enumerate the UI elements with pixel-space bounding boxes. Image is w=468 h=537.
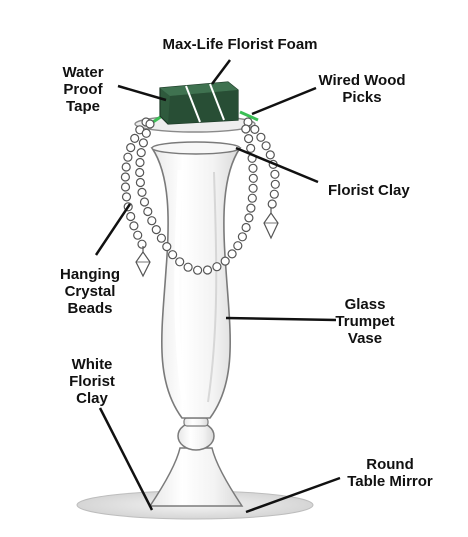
crystal-bead xyxy=(137,187,147,197)
crystal-bead xyxy=(162,242,172,252)
crystal-bead xyxy=(193,265,203,275)
leader-mirror xyxy=(245,476,341,514)
leader-lines xyxy=(94,59,341,514)
crystal-bead xyxy=(141,128,151,138)
crystal-bead xyxy=(241,124,251,134)
leader-vase xyxy=(225,316,337,322)
crystal-bead xyxy=(244,213,254,223)
crystal-bead xyxy=(244,134,254,144)
crystal-bead xyxy=(120,172,131,182)
crystal-bead xyxy=(267,199,277,209)
label-max-life-florist-foam: Max-Life Florist Foam xyxy=(162,36,318,53)
crystal-bead xyxy=(270,179,280,189)
crystal-bead xyxy=(183,262,193,272)
crystal-bead xyxy=(220,256,230,266)
crystal-bead xyxy=(121,192,132,202)
crystal-bead xyxy=(269,189,279,199)
wired-wood-pick-right xyxy=(239,110,259,122)
leader-tape xyxy=(117,84,167,102)
label-water-proof-tape: Water Proof Tape xyxy=(62,64,104,115)
crystal-drop-right xyxy=(263,208,279,240)
crystal-bead xyxy=(227,249,237,259)
crystal-bead xyxy=(145,119,155,129)
crystal-bead xyxy=(120,182,131,192)
crystal-bead xyxy=(237,232,247,242)
leader-florist-clay xyxy=(235,146,319,184)
leader-picks xyxy=(251,86,317,116)
leader-beads xyxy=(94,203,132,256)
crystal-bead xyxy=(246,203,256,213)
leader-white-clay xyxy=(98,407,154,511)
crystal-bead xyxy=(270,169,280,179)
crystal-bead xyxy=(123,152,133,162)
crystal-bead xyxy=(202,265,213,275)
vase-rim xyxy=(151,141,241,155)
crystal-bead xyxy=(135,167,145,178)
crystal-bead xyxy=(137,239,147,249)
crystal-bead xyxy=(129,221,139,231)
crystal-bead xyxy=(241,222,251,233)
crystal-bead xyxy=(247,193,257,203)
crystal-bead xyxy=(143,206,153,217)
crystal-bead xyxy=(256,132,266,142)
glass-trumpet-vase xyxy=(150,147,242,419)
crystal-bead xyxy=(248,173,258,183)
crystal-bead xyxy=(233,241,243,251)
label-round-table-mirror: Round Table Mirror xyxy=(347,456,433,490)
label-wired-wood-picks: Wired Wood Picks xyxy=(318,72,406,106)
label-florist-clay: Florist Clay xyxy=(328,182,410,199)
crystal-bead xyxy=(138,138,148,148)
crystal-bead xyxy=(151,225,161,235)
crystal-bead xyxy=(261,141,271,151)
crystal-bead xyxy=(126,211,136,222)
hanging-crystal-beads xyxy=(120,117,280,275)
crystal-bead xyxy=(126,143,136,153)
label-white-florist-clay: White Florist Clay xyxy=(69,356,115,407)
crystal-bead xyxy=(136,148,146,158)
crystal-bead xyxy=(121,162,131,172)
crystal-bead xyxy=(133,230,143,240)
crystal-bead xyxy=(212,262,222,272)
crystal-bead xyxy=(147,216,157,226)
leader-foam xyxy=(211,59,231,85)
vase-base xyxy=(148,447,244,507)
florist-foam-block xyxy=(159,81,239,125)
crystal-bead xyxy=(246,143,256,153)
crystal-bead xyxy=(156,233,166,243)
crystal-bead xyxy=(248,183,258,193)
crystal-bead xyxy=(135,177,145,188)
crystal-drop-left xyxy=(135,246,151,278)
crystal-bead xyxy=(265,150,275,160)
label-glass-trumpet-vase: Glass Trumpet Vase xyxy=(335,296,395,347)
crystal-bead xyxy=(130,133,140,143)
crystal-bead xyxy=(135,157,145,168)
crystal-bead xyxy=(250,124,260,134)
label-hanging-crystal-beads: Hanging Crystal Beads xyxy=(60,266,120,317)
crystal-bead xyxy=(175,257,185,267)
crystal-bead xyxy=(168,250,178,260)
crystal-bead xyxy=(139,197,150,207)
crystal-bead xyxy=(248,163,258,173)
